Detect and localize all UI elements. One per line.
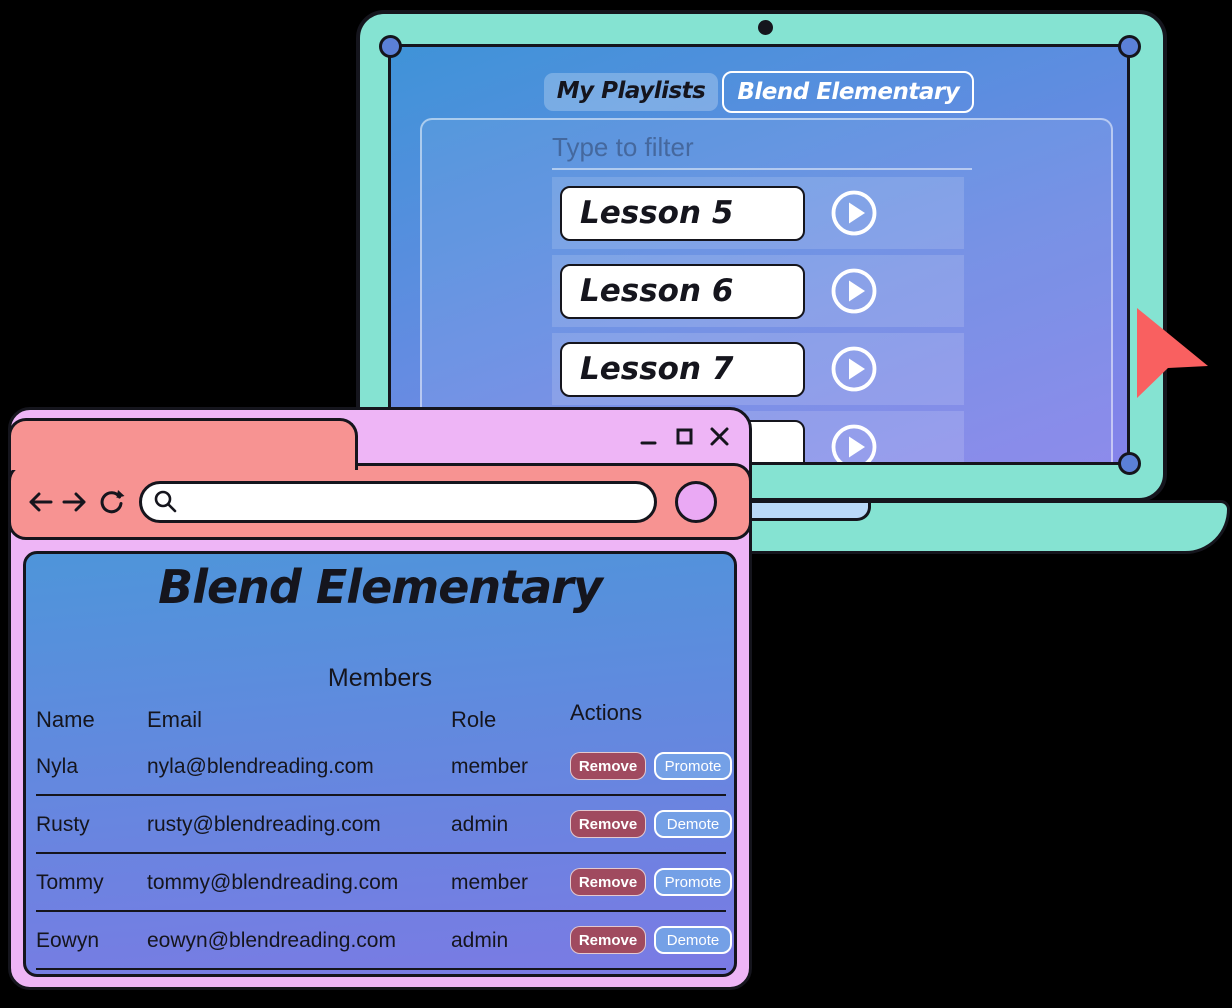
back-icon (29, 492, 53, 511)
playlist-row: Lesson 5 (552, 177, 964, 249)
search-input[interactable] (185, 490, 654, 513)
section-heading: Members (327, 664, 433, 692)
webcam-dot (758, 20, 773, 35)
lesson-list: Lesson 5 Lesson 6 Lesson 7 (552, 177, 972, 462)
table-header-row: Name Email Role Actions (36, 700, 726, 740)
avatar[interactable] (675, 480, 717, 523)
member-role: admin (451, 813, 509, 836)
forward-icon (62, 492, 86, 511)
refresh-button[interactable] (97, 488, 125, 516)
header-name: Name (36, 707, 95, 732)
playlist-row: Lesson 6 (552, 255, 964, 327)
filter-underline (552, 168, 972, 170)
member-email: rusty@blendreading.com (147, 813, 381, 836)
member-actions: Remove Demote (570, 796, 732, 852)
header-actions: Actions (570, 700, 643, 725)
browser-toolbar (8, 463, 752, 540)
cursor-arrow-icon (1137, 308, 1208, 398)
browser-tab[interactable] (8, 418, 358, 470)
play-icon (831, 346, 877, 392)
search-bar[interactable] (139, 480, 657, 523)
playlist-panel: Lesson 5 Lesson 6 Lesson 7 (420, 118, 1113, 462)
member-name: Tommy (36, 871, 104, 894)
remove-button[interactable]: Remove (570, 752, 646, 780)
window-controls (639, 426, 731, 448)
play-icon (831, 190, 877, 236)
selection-handle-top-left[interactable] (379, 35, 402, 58)
refresh-icon (100, 489, 125, 513)
browser-window: Blend Elementary Members Name Email Role… (8, 407, 752, 990)
member-actions: Remove Promote (570, 854, 732, 910)
promote-button[interactable]: Promote (654, 752, 732, 780)
demote-button[interactable]: Demote (654, 926, 732, 954)
lesson-card[interactable]: Lesson 5 (560, 185, 805, 241)
minimize-icon (640, 441, 657, 445)
minimize-button[interactable] (639, 426, 661, 448)
member-email: tommy@blendreading.com (147, 871, 399, 894)
member-name: Eowyn (36, 929, 100, 952)
play-button[interactable] (829, 422, 879, 462)
member-actions: Remove Demote (570, 912, 732, 968)
laptop-screen: My Playlists Blend Elementary Lesson 5 L… (388, 44, 1130, 465)
play-button[interactable] (829, 344, 879, 394)
member-name: Nyla (36, 755, 79, 778)
page-content: Blend Elementary Members Name Email Role… (23, 551, 737, 977)
table-row: Nyla nyla@blendreading.com member Remove… (36, 738, 732, 796)
page-title: Blend Elementary (158, 560, 603, 614)
member-name: Rusty (36, 813, 90, 836)
lesson-card[interactable]: Lesson 7 (560, 341, 805, 397)
forward-button[interactable] (62, 490, 88, 514)
member-actions: Remove Promote (570, 738, 732, 794)
maximize-button[interactable] (674, 426, 696, 448)
play-button[interactable] (829, 188, 879, 238)
member-email: eowyn@blendreading.com (147, 929, 396, 952)
selection-handle-bottom-right[interactable] (1118, 452, 1141, 475)
close-icon (710, 427, 729, 446)
playlist-row: Lesson 7 (552, 333, 964, 405)
demote-button[interactable]: Demote (654, 810, 732, 838)
play-icon (831, 424, 877, 462)
close-button[interactable] (709, 426, 731, 448)
filter-input[interactable] (552, 132, 972, 162)
playlist-tabs: My Playlists Blend Elementary (391, 71, 1127, 113)
lesson-card[interactable]: Lesson 6 (560, 263, 805, 319)
back-button[interactable] (27, 490, 53, 514)
remove-button[interactable]: Remove (570, 810, 646, 838)
play-icon (831, 268, 877, 314)
member-role: admin (451, 929, 509, 952)
header-role: Role (451, 707, 497, 732)
table-row: Eowyn eowyn@blendreading.com admin Remov… (36, 912, 732, 970)
remove-button[interactable]: Remove (570, 868, 646, 896)
selection-handle-top-right[interactable] (1118, 35, 1141, 58)
play-button[interactable] (829, 266, 879, 316)
table-row: Tommy tommy@blendreading.com member Remo… (36, 854, 732, 912)
header-email: Email (147, 707, 203, 732)
table-row: Rusty rusty@blendreading.com admin Remov… (36, 796, 732, 854)
member-role: member (451, 871, 529, 894)
search-icon (154, 490, 177, 512)
remove-button[interactable]: Remove (570, 926, 646, 954)
tab-my-playlists[interactable]: My Playlists (543, 73, 719, 111)
maximize-icon (676, 428, 693, 445)
member-role: member (451, 755, 529, 778)
promote-button[interactable]: Promote (654, 868, 732, 896)
member-email: nyla@blendreading.com (147, 755, 374, 778)
tab-blend-elementary[interactable]: Blend Elementary (722, 71, 975, 113)
